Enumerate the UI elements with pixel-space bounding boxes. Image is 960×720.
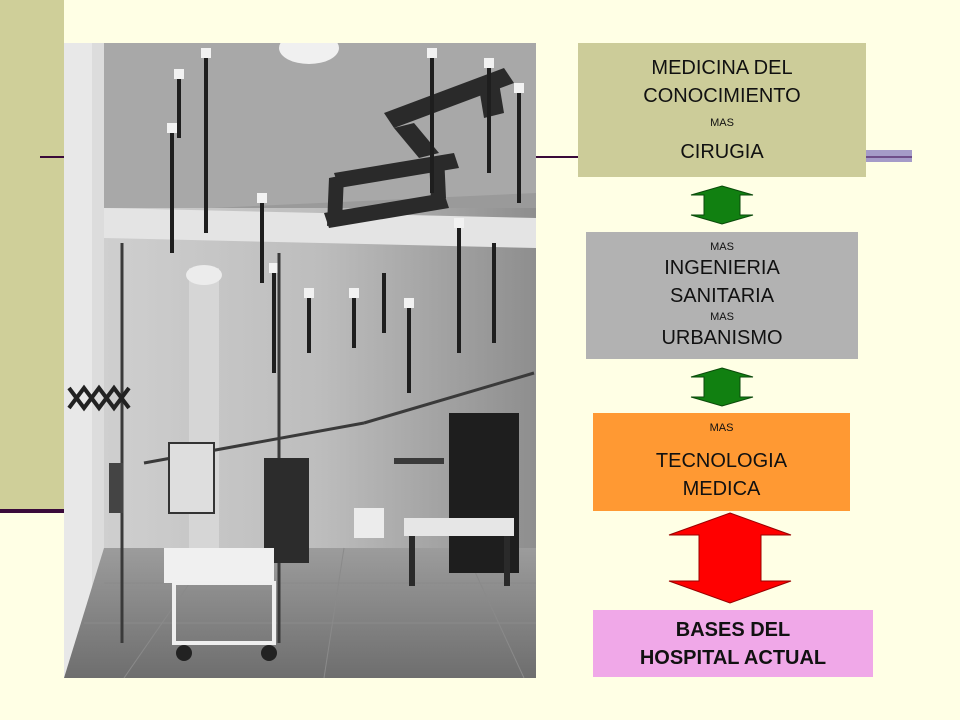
- instrument-trolley: [164, 442, 277, 661]
- box-tecnologia-medica: MAS TECNOLOGIA MEDICA: [593, 413, 850, 511]
- ingenieria-line2: SANITARIA: [669, 284, 775, 307]
- operating-room-illustration: [64, 43, 536, 678]
- title-rule-right: [534, 156, 578, 158]
- sink: [354, 508, 384, 538]
- box-ingenieria-sanitaria: MAS INGENIERIA SANITARIA MAS URBANISMO: [586, 232, 858, 359]
- title-rule-accent-line: [866, 156, 912, 158]
- accordion-lamp-arm: [67, 384, 131, 412]
- cabinet: [264, 458, 309, 563]
- tecnologia-connector: MAS: [709, 422, 734, 434]
- medicina-line1: MEDICINA DEL: [651, 57, 793, 79]
- medicina-line2: CONOCIMIENTO: [643, 85, 801, 107]
- box-bases-hospital-actual: BASES DEL HOSPITAL ACTUAL: [593, 610, 873, 677]
- ingenieria-connector-top: MAS: [710, 240, 734, 253]
- green-double-arrow-upper: [690, 185, 754, 225]
- title-rule-left: [40, 156, 70, 158]
- operating-table: [404, 518, 514, 536]
- medicina-line3: CIRUGIA: [680, 141, 764, 163]
- tecnologia-line2: MEDICA: [682, 478, 761, 500]
- medicina-connector: MAS: [710, 117, 734, 129]
- hospital-operating-room-photo: [64, 43, 536, 678]
- bases-line1: BASES DEL: [675, 618, 791, 641]
- box-medicina-conocimiento: MEDICINA DEL CONOCIMIENTO MAS CIRUGIA: [578, 43, 866, 177]
- tecnologia-line1: TECNOLOGIA: [655, 450, 788, 472]
- ingenieria-line1: INGENIERIA: [664, 256, 780, 279]
- ceiling: [64, 43, 536, 213]
- ceiling-beam: [104, 208, 536, 248]
- bases-line2: HOSPITAL ACTUAL: [639, 646, 827, 669]
- ceiling-light: [279, 43, 339, 64]
- hanging-lamps: [170, 53, 521, 393]
- sterilizer-column: [189, 268, 219, 558]
- red-double-arrow: [668, 512, 792, 604]
- left-decor-bar: [0, 0, 64, 512]
- ingenieria-connector-mid: MAS: [710, 310, 734, 323]
- green-double-arrow-lower: [690, 367, 754, 407]
- ingenieria-line3: URBANISMO: [661, 326, 783, 349]
- left-bar-underline: [0, 509, 64, 513]
